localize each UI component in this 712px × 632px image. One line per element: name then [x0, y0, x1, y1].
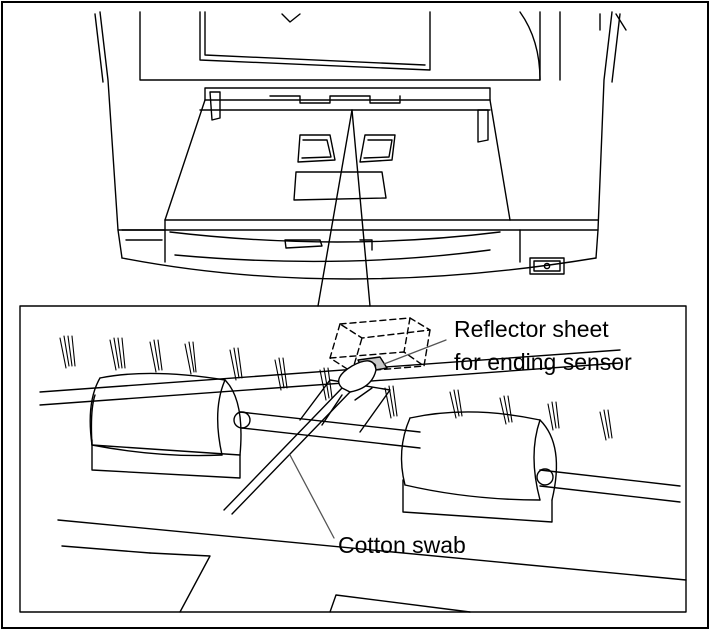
power-switch-icon	[529, 257, 565, 275]
roller-shaft	[233, 411, 681, 503]
detail-inset	[19, 305, 687, 613]
cotton-swab	[223, 360, 377, 515]
right-roller	[400, 411, 558, 523]
cotton-swab-label: Cotton swab	[338, 532, 466, 558]
zoom-callout-lines	[317, 109, 371, 307]
brush-bristles	[59, 335, 613, 441]
reflector-label-line2: for ending sensor	[454, 349, 632, 375]
printer-overview	[94, 11, 627, 280]
left-roller	[89, 372, 242, 479]
label-leaders	[289, 339, 447, 539]
reflector-label-line1: Reflector sheet	[454, 316, 609, 342]
